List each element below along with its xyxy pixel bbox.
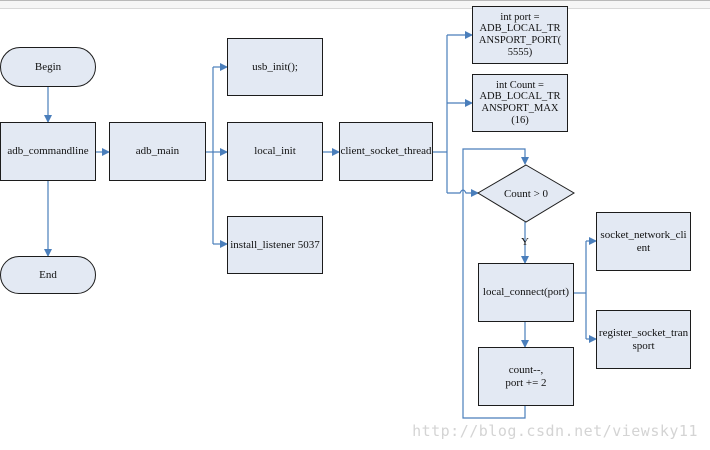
local-init-box: local_init [227,122,323,181]
local-init-label: local_init [254,145,296,158]
register-socket-transport-box: register_socket_tran sport [596,310,691,369]
count-decrement-line-1: count--, [508,363,544,376]
count-assign-line-4: (16) [511,114,529,126]
count-assign-line-2: ADB_LOCAL_TR [479,91,561,103]
decision-diamond [477,164,575,223]
port-assign-line-4: 5555) [507,46,533,58]
socket-network-client-box: socket_network_cli ent [596,212,691,271]
port-assign-line-3: ANSPORT_PORT( [478,35,562,46]
socket-network-client-line-1: socket_network_cli [600,228,687,241]
install-listener-box: install_listener 5037 [227,216,323,274]
count-assign-line-3: ANSPORT_MAX [481,103,559,114]
port-assign-line-1: int port = [500,11,540,23]
local-connect-box: local_connect(port) [478,263,574,322]
usb-init-box: usb_init(); [227,38,323,96]
port-assign-box: int port = ADB_LOCAL_TR ANSPORT_PORT( 55… [472,6,568,64]
watermark-text: http://blog.csdn.net/viewsky11 [412,422,698,440]
usb-init-label: usb_init(); [252,60,298,73]
count-assign-line-1: int Count = [496,79,544,91]
socket-network-client-line-2: ent [636,241,651,254]
end-label: End [39,268,57,281]
install-listener-label: install_listener 5037 [230,238,320,251]
register-socket-transport-line-2: sport [632,339,655,352]
client-socket-thread-box: client_socket_thread [339,122,433,181]
count-decrement-line-2: port += 2 [505,376,547,389]
adb-main-box: adb_main [109,122,206,181]
adb-main-label: adb_main [135,145,180,158]
decision-label: Count > 0 [504,188,549,200]
adb-commandline-box: adb_commandline [0,122,96,181]
yes-branch-label: Y [521,236,529,248]
begin-label: Begin [34,60,62,73]
register-socket-transport-line-1: register_socket_tran [598,326,689,339]
top-border [0,0,710,9]
count-assign-box: int Count = ADB_LOCAL_TR ANSPORT_MAX (16… [472,74,568,132]
adb-commandline-label: adb_commandline [7,145,89,158]
local-connect-label: local_connect(port) [482,286,570,299]
arrow-loop-back [462,148,529,419]
begin-terminator: Begin [0,47,96,87]
count-decrement-box: count--, port += 2 [478,347,574,406]
client-socket-thread-label: client_socket_thread [340,145,432,158]
port-assign-line-2: ADB_LOCAL_TR [479,23,561,35]
end-terminator: End [0,256,96,294]
